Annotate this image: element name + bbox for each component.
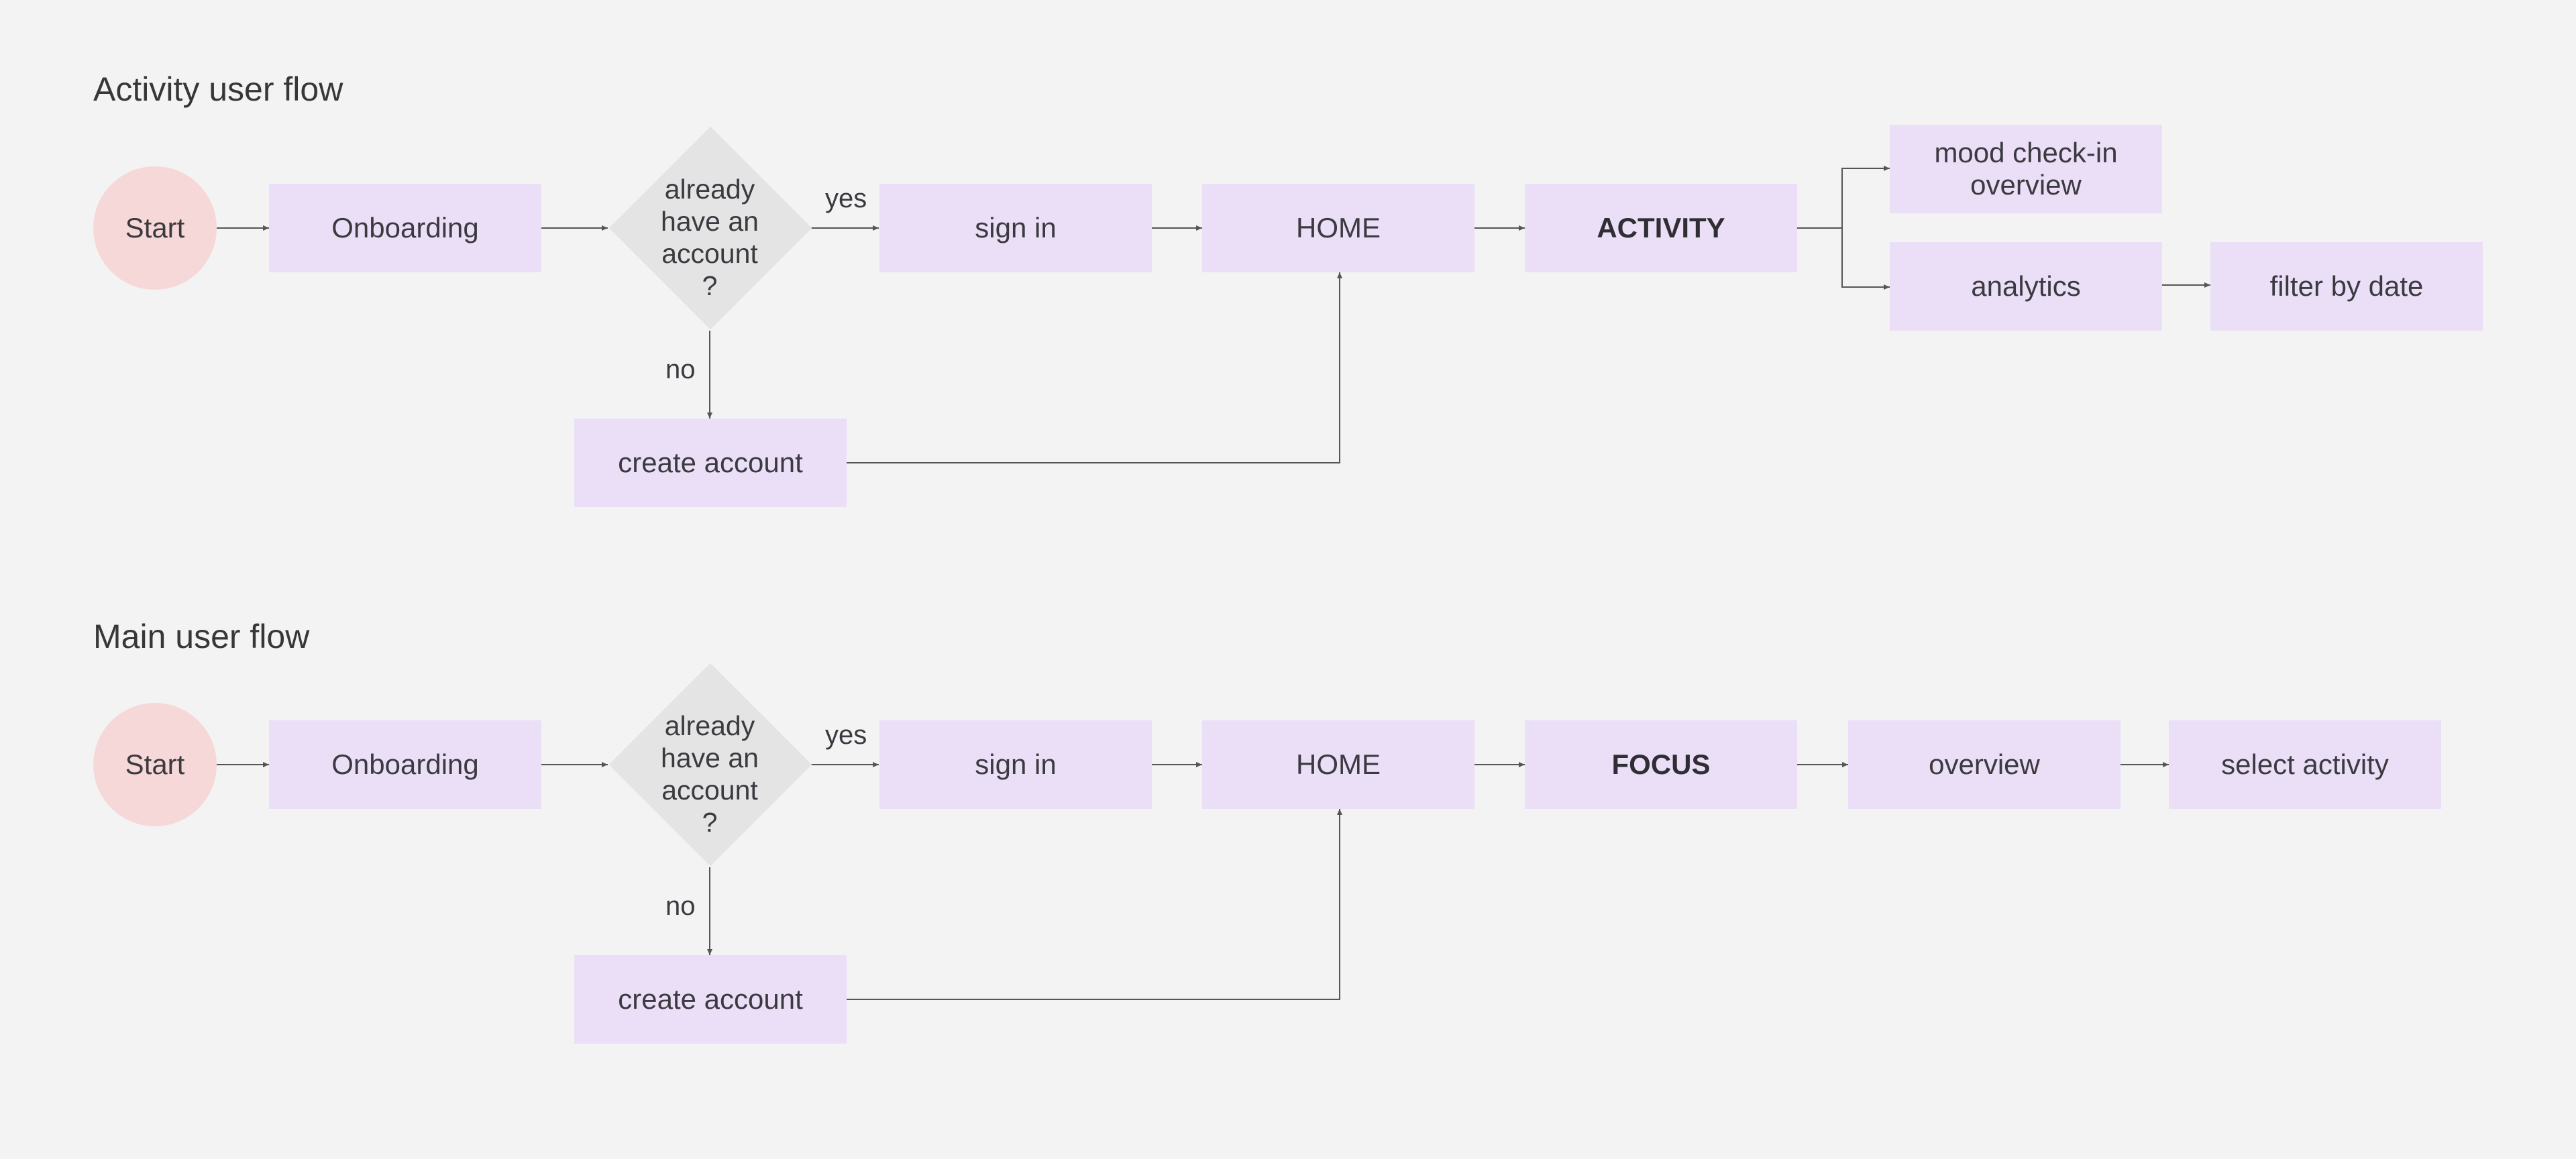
focus-box: FOCUS <box>1525 720 1797 809</box>
decision-text: already have an account ? <box>609 710 810 838</box>
arrow-activity-mood <box>1796 166 1890 229</box>
home-box: HOME <box>1202 720 1474 809</box>
arrow-activity-analytics <box>1841 228 1890 290</box>
decision-line: already <box>664 710 755 741</box>
sign-in-box: sign in <box>879 720 1152 809</box>
yes-label: yes <box>825 720 867 750</box>
connectors <box>217 166 2210 463</box>
yes-label: yes <box>825 184 867 213</box>
decision-line: already <box>664 174 755 205</box>
create-account-box: create account <box>574 955 847 1044</box>
decision-line: have an <box>661 742 759 773</box>
mood-line: overview <box>1970 169 2082 201</box>
connectors <box>217 762 2169 1000</box>
activity-box: ACTIVITY <box>1525 184 1797 272</box>
arrow-create-home <box>846 809 1342 1000</box>
filter-by-date-box: filter by date <box>2210 242 2483 331</box>
onboarding-box: Onboarding <box>269 720 541 809</box>
flow-title: Activity user flow <box>93 70 343 108</box>
no-label: no <box>665 355 696 384</box>
decision-line: account <box>661 775 758 806</box>
mood-checkin-overview-box: mood check-in overview <box>1890 125 2162 213</box>
decision-line: have an <box>661 206 759 237</box>
main-user-flow: Main user flow Start Onboarding already … <box>0 537 2576 1073</box>
create-account-box: create account <box>574 419 847 507</box>
onboarding-box: Onboarding <box>269 184 541 272</box>
decision-text: already have an account ? <box>609 173 810 302</box>
decision-line: ? <box>702 270 718 301</box>
no-label: no <box>665 891 696 921</box>
flow-title: Main user flow <box>93 618 310 655</box>
home-box: HOME <box>1202 184 1474 272</box>
sign-in-box: sign in <box>879 184 1152 272</box>
start-node: Start <box>93 166 217 290</box>
decision-line: ? <box>702 807 718 838</box>
decision-line: account <box>661 238 758 269</box>
analytics-box: analytics <box>1890 242 2162 331</box>
start-node: Start <box>93 703 217 826</box>
overview-box: overview <box>1848 720 2121 809</box>
select-activity-box: select activity <box>2169 720 2441 809</box>
activity-user-flow: Activity user flow Start Onboarding alre… <box>0 0 2576 537</box>
arrow-create-home <box>846 272 1342 463</box>
mood-line: mood check-in <box>1934 137 2118 168</box>
